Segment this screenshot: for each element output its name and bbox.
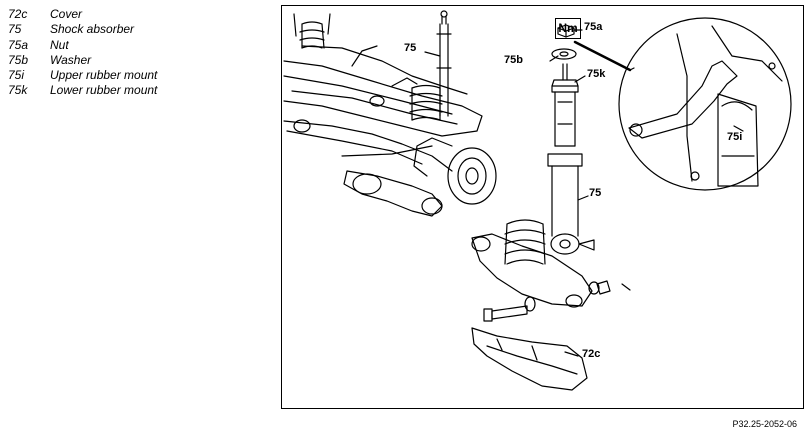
leader-line-75 xyxy=(577,195,589,201)
exploded-view-figure: 75 Nm 75a 75b 75k 75 75i 72c xyxy=(281,5,804,409)
legend-row-75a: 75a Nut xyxy=(8,38,157,53)
legend-label: Nut xyxy=(50,37,69,52)
callout-75i: 75i xyxy=(727,131,743,143)
legend-row-75: 75 Shock absorber xyxy=(8,22,157,37)
legend-row-75b: 75b Washer xyxy=(8,53,157,68)
legend-row-75k: 75k Lower rubber mount xyxy=(8,83,157,98)
leader-line-75i xyxy=(733,125,744,132)
callout-75: 75 xyxy=(589,187,602,199)
callout-75-left: 75 xyxy=(404,42,417,54)
suspension-illustration xyxy=(283,10,792,391)
legend-label: Lower rubber mount xyxy=(50,83,158,98)
legend-code: 72c xyxy=(8,7,28,21)
detail-inset-drawing xyxy=(573,17,792,191)
legend-row-72c: 72c Cover xyxy=(8,7,157,22)
leader-line-72c xyxy=(564,351,579,357)
legend-code: 75a xyxy=(8,37,29,52)
exploded-shock-drawing xyxy=(471,24,631,391)
legend: 72c Cover 75 Shock absorber 75a Nut 75b Wash… xyxy=(8,7,157,99)
legend-label: Upper rubber mount xyxy=(50,68,158,83)
legend-code: 75b xyxy=(8,52,29,67)
leader-line-left-75 xyxy=(424,51,441,57)
leader-line-75b xyxy=(549,55,559,62)
legend-code: 75k xyxy=(8,83,28,98)
callout-75a: 75a xyxy=(584,21,603,33)
figure-caption: P32.25-2052-06 xyxy=(732,419,797,429)
legend-label: Cover xyxy=(50,7,83,21)
legend-label: Washer xyxy=(50,52,92,67)
legend-code: 75 xyxy=(8,22,22,37)
legend-label: Shock absorber xyxy=(50,22,135,37)
callout-75b: 75b xyxy=(504,54,523,66)
legend-code: 75i xyxy=(8,68,25,83)
callout-72c: 72c xyxy=(582,348,601,360)
legend-row-75i: 75i Upper rubber mount xyxy=(8,68,157,83)
leader-line-75k xyxy=(574,75,586,83)
rear-axle-assembly-drawing xyxy=(283,10,497,217)
torque-nm-box: Nm xyxy=(555,18,581,39)
callout-75k: 75k xyxy=(587,68,606,80)
